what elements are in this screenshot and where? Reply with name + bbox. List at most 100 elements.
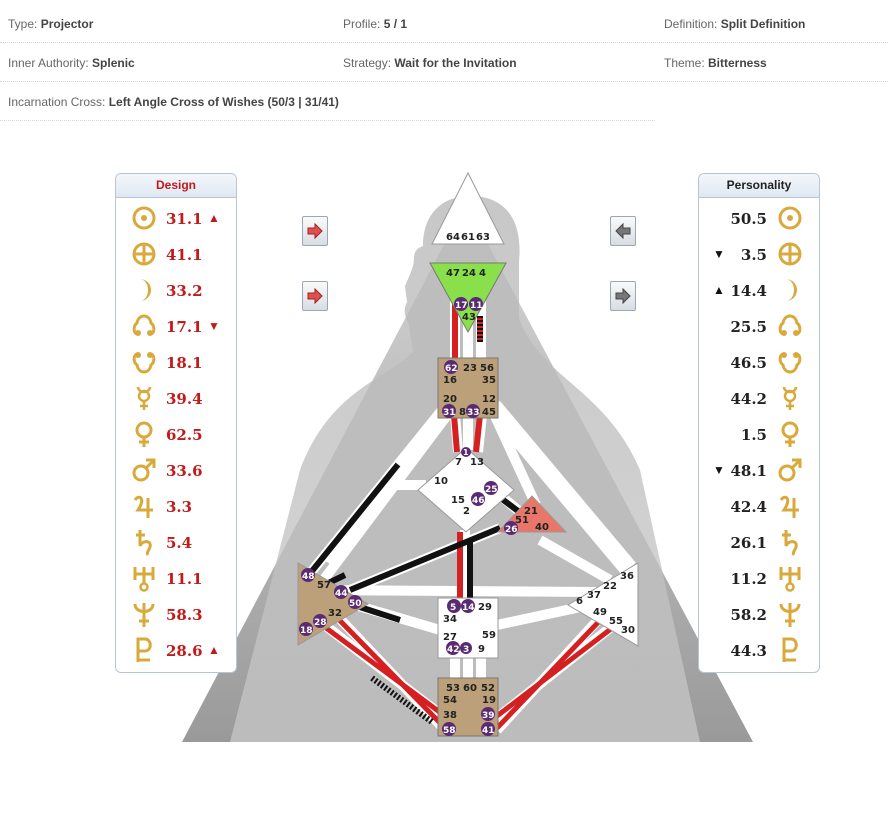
venus-icon	[135, 421, 153, 447]
gate-55: 55	[609, 616, 623, 627]
moon-icon	[140, 279, 151, 301]
profile-field: Profile: 5 / 1	[343, 17, 408, 31]
gate-4: 4	[479, 268, 486, 279]
sun-icon	[778, 206, 802, 230]
arrow-right-red-icon	[307, 288, 323, 304]
gate-52: 52	[481, 683, 495, 694]
uranus-icon	[779, 567, 801, 592]
design-gate-value: 3.3	[166, 498, 193, 516]
gate-17: 17	[455, 301, 468, 311]
design-row: 28.6▲	[116, 632, 236, 668]
gate-22: 22	[603, 581, 617, 592]
earth-icon	[778, 242, 802, 266]
gate-13: 13	[470, 457, 484, 468]
mars-icon	[132, 458, 156, 482]
personality-gate-value: 44.2	[730, 390, 767, 408]
gate-60: 60	[463, 683, 477, 694]
design-row: 39.4	[116, 380, 236, 416]
personality-row: 48.1▼	[699, 452, 819, 488]
personality-row: 44.2	[699, 380, 819, 416]
personality-arrow: ▼	[713, 463, 725, 477]
center-g: 1 7 13 10 25 15 46 2	[417, 447, 515, 533]
personality-gate-value: 50.5	[730, 210, 767, 228]
design-gate-value: 11.1	[166, 570, 203, 588]
center-root: 53 60 52 54 19 38 39 58 41	[437, 677, 499, 737]
personality-arrow: ▲	[713, 283, 725, 297]
saturn-icon	[136, 530, 152, 556]
pluto-icon	[782, 637, 798, 662]
design-title: Design	[116, 174, 236, 198]
design-row: 41.1	[116, 236, 236, 272]
design-row: 33.6	[116, 452, 236, 488]
personality-row: 14.4▲	[699, 272, 819, 308]
design-row: 62.5	[116, 416, 236, 452]
south-node-icon	[778, 352, 802, 374]
gate-8: 8	[459, 407, 466, 418]
personality-gate-value: 58.2	[730, 606, 767, 624]
authority-field: Inner Authority: Splenic	[8, 56, 135, 70]
gate-33: 33	[467, 408, 480, 418]
center-throat: 62 23 56 16 35 20 12 31 8 33 45	[437, 357, 499, 419]
design-arrow: ▼	[208, 319, 220, 333]
personality-row: 50.5	[699, 200, 819, 236]
personality-row: 3.5▼	[699, 236, 819, 272]
gate-51: 51	[515, 515, 529, 526]
earth-icon	[132, 242, 156, 266]
mercury-icon	[136, 386, 152, 410]
design-gate-value: 58.3	[166, 606, 203, 624]
personality-next-button[interactable]	[610, 281, 636, 311]
center-ego: 21 51 26 40	[496, 495, 568, 535]
personality-gate-value: 44.3	[730, 642, 767, 660]
south-node-icon	[132, 352, 156, 374]
gate-61: 61	[461, 232, 475, 243]
info-row-3: Incarnation Cross: Left Angle Cross of W…	[0, 81, 655, 121]
gate-62: 62	[445, 364, 458, 374]
gate-53: 53	[446, 683, 460, 694]
gate-21: 21	[524, 506, 538, 517]
gate-48: 48	[302, 572, 315, 582]
gate-37: 37	[587, 590, 601, 601]
gate-19: 19	[482, 695, 496, 706]
personality-prev-button[interactable]	[610, 216, 636, 246]
gate-41: 41	[482, 726, 495, 736]
design-row: 33.2	[116, 272, 236, 308]
gate-36: 36	[620, 571, 634, 582]
venus-icon	[781, 421, 799, 447]
north-node-icon	[778, 314, 802, 336]
incarnation-cross-field: Incarnation Cross: Left Angle Cross of W…	[8, 95, 339, 109]
design-gate-value: 41.1	[166, 246, 203, 264]
design-prev-button[interactable]	[302, 216, 328, 246]
gate-12: 12	[482, 394, 496, 405]
center-ajna: 47 24 4 17 11 43	[429, 262, 507, 334]
center-solar-plexus: 36 22 37 6 49 55 30	[567, 562, 639, 647]
gate-59: 59	[482, 630, 496, 641]
gate-46: 46	[472, 496, 485, 506]
mercury-icon	[782, 386, 798, 410]
gate-56: 56	[480, 363, 494, 374]
strategy-field: Strategy: Wait for the Invitation	[343, 56, 517, 70]
gate-47: 47	[446, 268, 460, 279]
gate-24: 24	[462, 268, 476, 279]
design-gate-value: 62.5	[166, 426, 203, 444]
personality-row: 26.1	[699, 524, 819, 560]
personality-row: 1.5	[699, 416, 819, 452]
arrow-right-gray-icon	[615, 288, 631, 304]
personality-title: Personality	[699, 174, 819, 198]
personality-gate-value: 11.2	[730, 570, 767, 588]
design-gate-value: 31.1	[166, 210, 203, 228]
saturn-icon	[782, 530, 798, 556]
design-row: 17.1 ▼	[116, 308, 236, 344]
design-arrow: ▲	[208, 211, 220, 225]
moon-icon	[786, 279, 797, 301]
gate-34: 34	[443, 614, 457, 625]
design-row: 18.1	[116, 344, 236, 380]
gate-38: 38	[443, 710, 457, 721]
type-field: Type: Projector	[8, 17, 94, 31]
design-gate-value: 17.1	[166, 318, 203, 336]
pluto-icon	[136, 637, 152, 662]
design-next-button[interactable]	[302, 281, 328, 311]
gate-3: 3	[463, 645, 469, 655]
gate-11: 11	[470, 301, 483, 311]
mars-icon	[778, 458, 802, 482]
